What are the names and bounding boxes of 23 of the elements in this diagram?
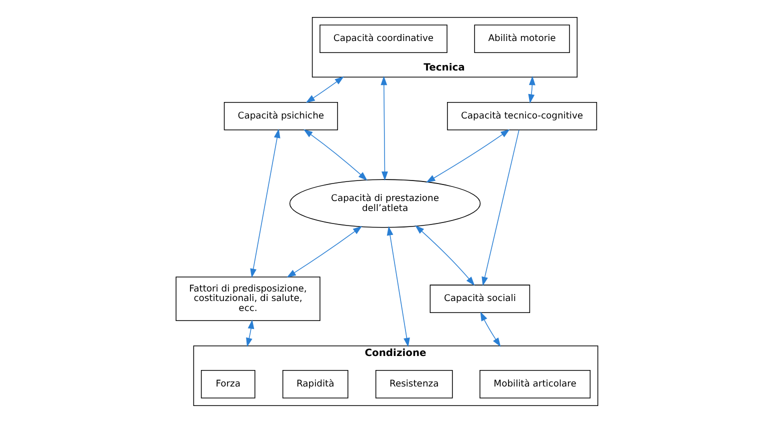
node-box: Resistenza [375,370,453,398]
arrow [528,76,536,104]
node-box: Rapidità [282,370,348,398]
arrow [303,129,368,181]
arrow [386,226,410,348]
arrow [286,226,362,278]
node-box: Fattori di predisposizione, costituzionali, di salute, ecc. [176,276,320,322]
node-box: Capacità coordinative [320,24,448,53]
arrow [426,129,510,183]
node-ellipse: Capacità di prestazione dell’atleta [289,179,481,228]
arrow [415,225,475,286]
arrow [482,130,520,286]
arrow [380,76,388,181]
node-box: Forza [200,370,256,398]
arrow [480,312,501,347]
node-box: Capacità tecnico-cognitive [447,102,598,130]
node-box: Capacità psichiche [224,102,338,130]
node-box: Abilità motorie [474,24,570,53]
arrow [250,128,280,278]
node-box: Capacità sociali [430,284,530,313]
arrow [306,76,344,103]
arrow [246,320,254,348]
node-box: Mobilità articolare [480,370,591,398]
